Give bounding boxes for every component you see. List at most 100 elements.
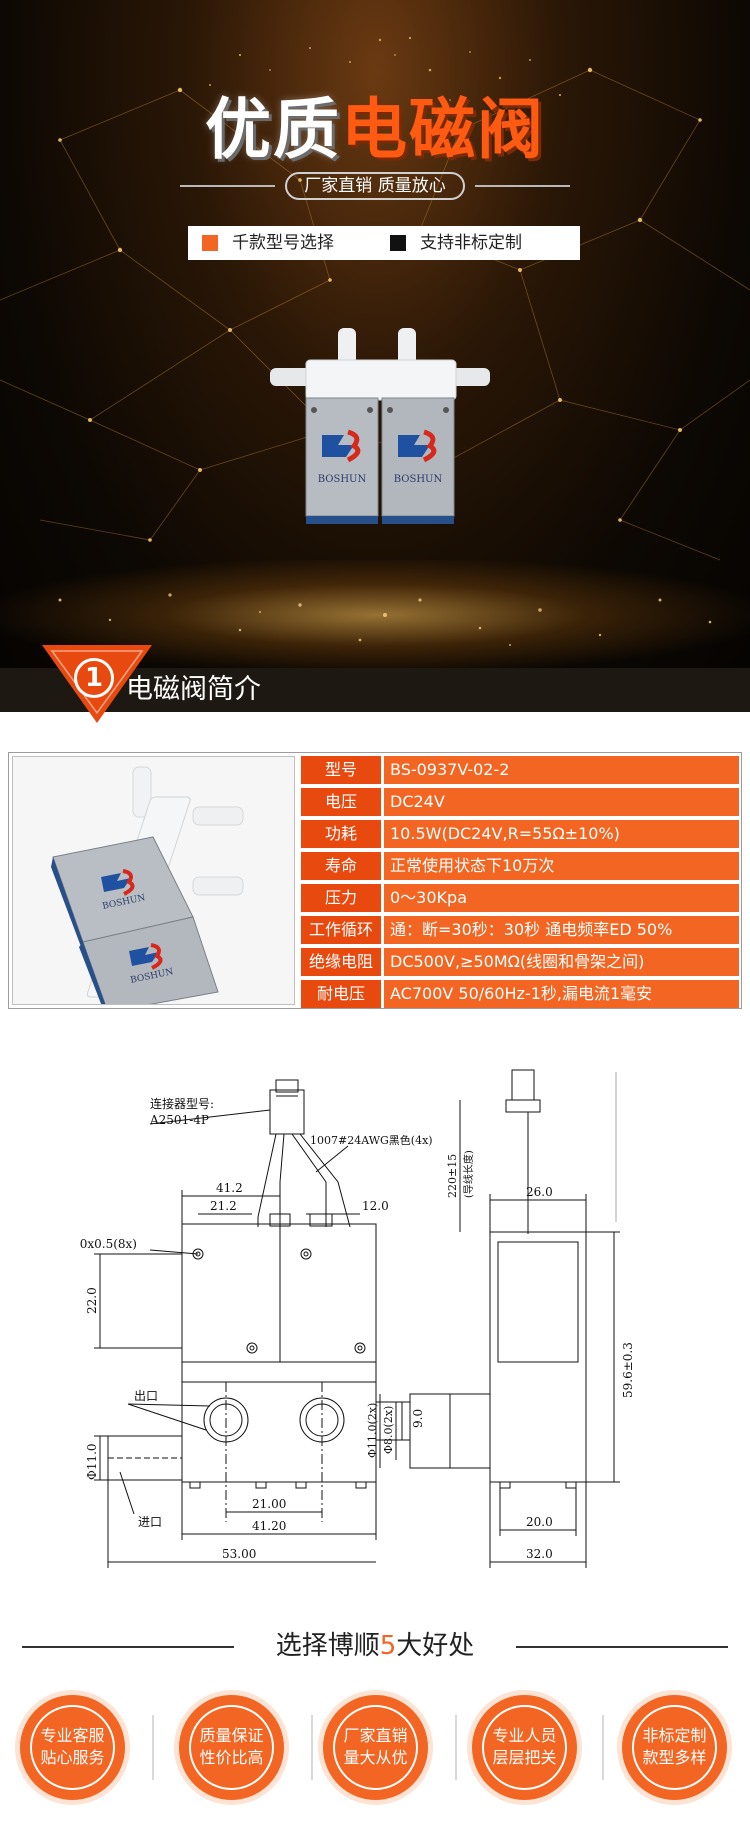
dim-26-0: 26.0 bbox=[526, 1185, 553, 1199]
dim-phi-11-2x: Φ11.0(2x) bbox=[366, 1403, 379, 1458]
advantage-separator bbox=[602, 1715, 604, 1780]
spec-key: 绝缘电阻 bbox=[301, 948, 381, 976]
inlet-label: 进口 bbox=[138, 1515, 162, 1529]
advantage-line1: 专业人员 bbox=[492, 1726, 557, 1745]
spec-table: BOSHUN BOSHUN 型号 BS-0937V-02-2 电压 DC24V … bbox=[8, 752, 742, 1014]
divider-left bbox=[180, 185, 275, 187]
dim-21-00: 21.00 bbox=[252, 1497, 286, 1511]
connector-label: 连接器型号: bbox=[150, 1096, 214, 1111]
spec-value: DC24V bbox=[384, 788, 739, 816]
connector-model: A2501-4P bbox=[149, 1113, 209, 1127]
spec-key: 工作循环 bbox=[301, 916, 381, 944]
spec-key: 型号 bbox=[301, 756, 381, 784]
advantages-title: 选择博顺5大好处 bbox=[0, 1626, 750, 1666]
advantage-line1: 非标定制 bbox=[642, 1726, 707, 1745]
advantage-line1: 质量保证 bbox=[199, 1726, 264, 1745]
advantage-item: 质量保证 性价比高 bbox=[179, 1695, 284, 1800]
hero-title-white: 优质 bbox=[205, 91, 341, 168]
hero-subtitle: 厂家直销 质量放心 bbox=[285, 172, 465, 200]
dim-lead-length: 220±15 bbox=[446, 1154, 459, 1198]
product-brand-left: BOSHUN bbox=[318, 474, 367, 485]
spec-row-life: 寿命 正常使用状态下10万次 bbox=[301, 852, 739, 880]
dim-59-6: 59.6±0.3 bbox=[621, 1342, 635, 1398]
dim-20-0: 20.0 bbox=[526, 1515, 553, 1529]
advantage-item: 厂家直销 量大从优 bbox=[323, 1695, 428, 1800]
advantage-line1: 专业客服 bbox=[40, 1726, 105, 1745]
advantages-heading: 选择博顺5大好处 bbox=[0, 1626, 750, 1666]
advantage-line2: 款型多样 bbox=[642, 1748, 707, 1767]
hero-banner: 优质电磁阀 厂家直销 质量放心 千款型号选择 支持非标定制 bbox=[0, 0, 750, 712]
spec-row-insulation: 绝缘电阻 DC500V,≥50MΩ(线圈和骨架之间) bbox=[301, 948, 739, 976]
dim-lead-note: (导线长度) bbox=[462, 1150, 475, 1198]
dim-53-00: 53.00 bbox=[222, 1547, 256, 1561]
advantage-line2: 层层把关 bbox=[492, 1748, 557, 1767]
advantage-line1: 厂家直销 bbox=[343, 1726, 408, 1745]
tag-models: 千款型号选择 bbox=[232, 233, 334, 253]
tag-square-orange bbox=[202, 235, 218, 251]
advantages-title-pre: 选择博顺 bbox=[275, 1631, 380, 1661]
section-number: 1 bbox=[74, 658, 114, 698]
advantage-item: 非标定制 款型多样 bbox=[622, 1695, 727, 1800]
dim-phi-8-2x: Φ8.0(2x) bbox=[382, 1406, 395, 1454]
dim-41-20: 41.20 bbox=[252, 1519, 286, 1533]
dim-41-2: 41.2 bbox=[216, 1181, 243, 1195]
thread-label: M3.0x0.5(8x) bbox=[80, 1237, 137, 1251]
dim-32-0: 32.0 bbox=[526, 1547, 553, 1561]
spec-row-duty-cycle: 工作循环 通：断=30秒：30秒 通电频率ED 50% bbox=[301, 916, 739, 944]
advantage-item: 专业客服 贴心服务 bbox=[20, 1695, 125, 1800]
dim-phi-11: Φ11.0 bbox=[85, 1443, 99, 1480]
product-image: BOSHUN BOSHUN bbox=[270, 328, 490, 524]
hero-subtitle-row: 厂家直销 质量放心 bbox=[180, 172, 570, 200]
advantage-line2: 量大从优 bbox=[343, 1748, 408, 1767]
spec-value: DC500V,≥50MΩ(线圈和骨架之间) bbox=[384, 948, 739, 976]
spec-key: 功耗 bbox=[301, 820, 381, 848]
spec-value: 0～30Kpa bbox=[384, 884, 739, 912]
heading-line-right bbox=[516, 1646, 728, 1648]
advantage-separator bbox=[152, 1715, 154, 1780]
spec-row-pressure: 压力 0～30Kpa bbox=[301, 884, 739, 912]
spec-row-power: 功耗 10.5W(DC24V,R=55Ω±10%) bbox=[301, 820, 739, 848]
tag-custom: 支持非标定制 bbox=[420, 233, 522, 253]
dim-12-0: 12.0 bbox=[362, 1199, 389, 1213]
advantage-separator bbox=[455, 1715, 457, 1780]
spec-value: 10.5W(DC24V,R=55Ω±10%) bbox=[384, 820, 739, 848]
advantages-title-post: 大好处 bbox=[396, 1631, 475, 1661]
spec-photo: BOSHUN BOSHUN bbox=[12, 756, 295, 1014]
spec-row-model: 型号 BS-0937V-02-2 bbox=[301, 756, 739, 784]
spec-key: 压力 bbox=[301, 884, 381, 912]
advantages-list: 专业客服 贴心服务 质量保证 性价比高 厂家直销 量大从优 专业人员 层层把关 … bbox=[0, 1695, 750, 1810]
dim-21-2: 21.2 bbox=[210, 1199, 237, 1213]
product-brand-right: BOSHUN bbox=[394, 474, 443, 485]
advantage-separator bbox=[311, 1715, 313, 1780]
heading-line-left bbox=[22, 1646, 234, 1648]
spec-product-image: BOSHUN BOSHUN bbox=[51, 766, 244, 1014]
advantage-line2: 性价比高 bbox=[199, 1748, 264, 1767]
spec-key: 电压 bbox=[301, 788, 381, 816]
spec-value: BS-0937V-02-2 bbox=[384, 756, 739, 784]
divider-right bbox=[475, 185, 570, 187]
tag-square-black bbox=[390, 235, 406, 251]
spec-value: 通：断=30秒：30秒 通电频率ED 50% bbox=[384, 916, 739, 944]
side-view bbox=[379, 1069, 620, 1568]
advantage-item: 专业人员 层层把关 bbox=[472, 1695, 577, 1800]
technical-drawing: 连接器型号: A2501-4P 1007#24AWG黑色(4x) 41.2 21… bbox=[80, 1069, 635, 1568]
wire-label: 1007#24AWG黑色(4x) bbox=[310, 1133, 433, 1147]
dim-9-0: 9.0 bbox=[411, 1409, 425, 1428]
outlet-label: 出口 bbox=[134, 1389, 158, 1403]
hero-title-orange: 电磁阀 bbox=[341, 91, 545, 168]
spec-value: AC700V 50/60Hz-1秒,漏电流1毫安 bbox=[384, 980, 739, 1008]
spec-key: 耐电压 bbox=[301, 980, 381, 1008]
hero-title: 优质电磁阀 bbox=[0, 90, 750, 170]
spec-row-withstand-voltage: 耐电压 AC700V 50/60Hz-1秒,漏电流1毫安 bbox=[301, 980, 739, 1008]
advantages-title-num: 5 bbox=[379, 1631, 397, 1661]
front-view bbox=[94, 1079, 410, 1568]
advantage-line2: 贴心服务 bbox=[40, 1748, 105, 1767]
spec-key: 寿命 bbox=[301, 852, 381, 880]
hero-tags: 千款型号选择 支持非标定制 bbox=[188, 226, 580, 260]
dim-22-0: 22.0 bbox=[85, 1287, 99, 1314]
drawing-labels: 连接器型号: A2501-4P 1007#24AWG黑色(4x) 41.2 21… bbox=[80, 1096, 635, 1561]
spec-value: 正常使用状态下10万次 bbox=[384, 852, 739, 880]
section-title: 电磁阀简介 bbox=[126, 674, 261, 705]
spec-row-voltage: 电压 DC24V bbox=[301, 788, 739, 816]
